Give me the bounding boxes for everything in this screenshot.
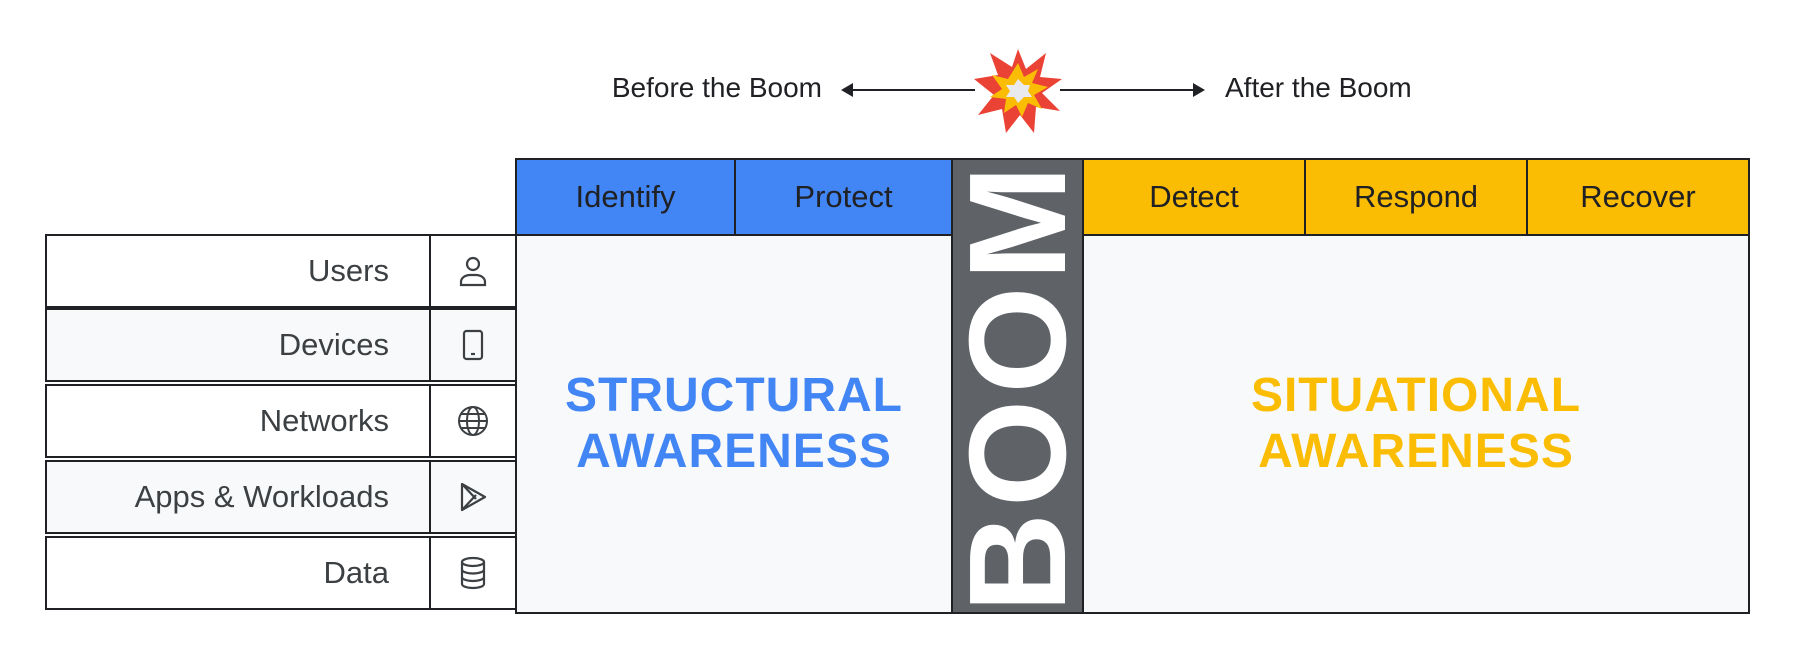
header-detect: Detect	[1082, 158, 1306, 236]
situational-awareness-panel: SITUATIONAL AWARENESS	[1082, 234, 1750, 614]
globe-icon	[429, 384, 515, 458]
header-identify: Identify	[515, 158, 736, 236]
row-label-devices: Devices	[278, 327, 389, 362]
after-line	[1060, 89, 1195, 91]
right-arrowhead	[1193, 83, 1205, 97]
situational-awareness-text: SITUATIONAL AWARENESS	[1251, 368, 1581, 480]
header-recover: Recover	[1526, 158, 1750, 236]
row-devices: Devices	[45, 308, 517, 382]
structural-awareness-text: STRUCTURAL AWARENESS	[565, 368, 903, 480]
row-apps-workloads: Apps & Workloads	[45, 460, 517, 534]
row-users: Users	[45, 234, 517, 308]
database-icon	[429, 536, 515, 610]
before-boom-label: Before the Boom	[611, 72, 822, 103]
row-label-data: Data	[323, 555, 389, 590]
row-networks: Networks	[45, 384, 517, 458]
boom-column: BOOM	[951, 158, 1084, 614]
play-icon	[429, 460, 515, 534]
row-label-users: Users	[308, 253, 389, 288]
user-icon	[429, 234, 515, 308]
row-label-networks: Networks	[259, 403, 389, 438]
left-arrowhead	[841, 83, 853, 97]
structural-awareness-panel: STRUCTURAL AWARENESS	[515, 234, 953, 614]
row-data: Data	[45, 536, 517, 610]
structural-line-1: STRUCTURAL	[565, 369, 903, 422]
situational-line-1: SITUATIONAL	[1250, 369, 1582, 422]
boom-label: BOOM	[951, 159, 1084, 613]
situational-line-2: AWARENESS	[1258, 425, 1574, 478]
row-label-apps-workloads: Apps & Workloads	[134, 479, 389, 514]
before-line	[850, 89, 975, 91]
explosion-icon	[974, 49, 1062, 133]
header-respond: Respond	[1304, 158, 1528, 236]
structural-line-2: AWARENESS	[576, 425, 892, 478]
after-boom-label: After the Boom	[1225, 72, 1412, 103]
phone-icon	[429, 308, 515, 382]
header-protect: Protect	[734, 158, 953, 236]
